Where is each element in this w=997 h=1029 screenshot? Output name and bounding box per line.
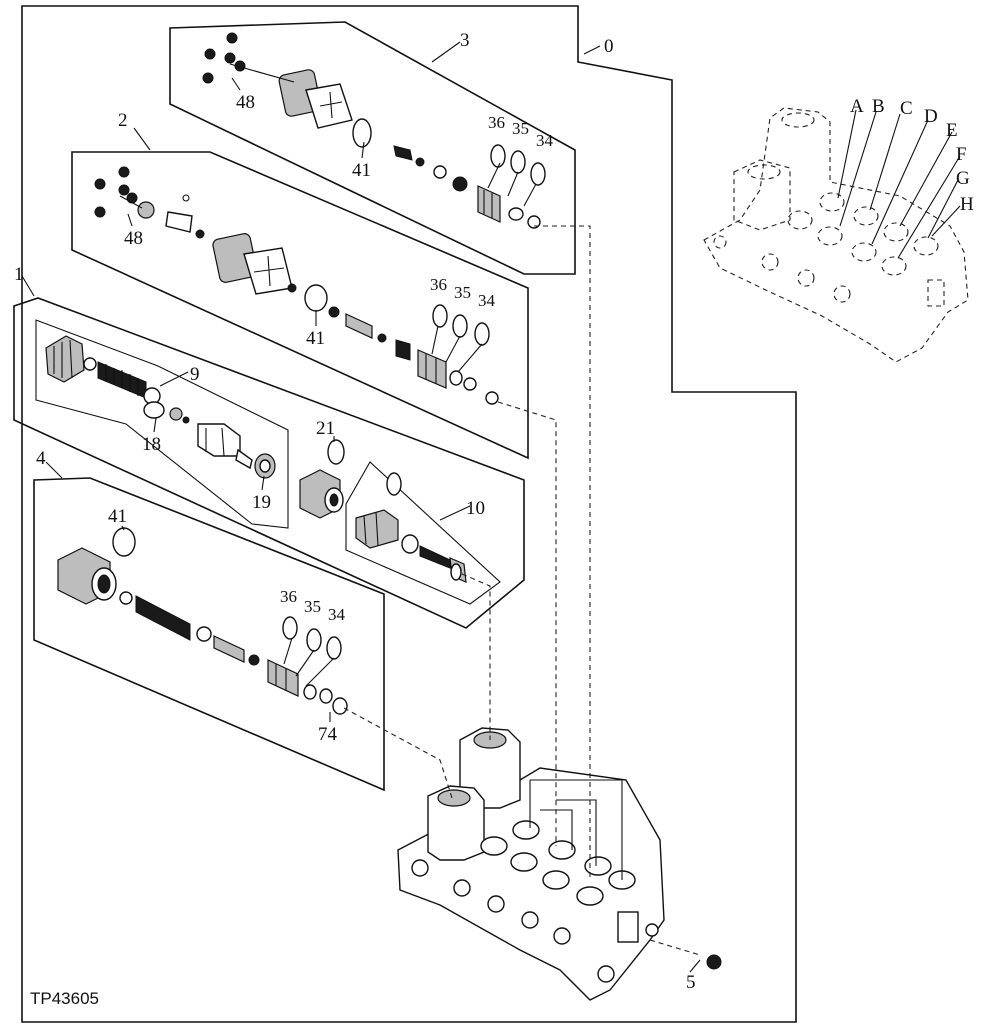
callout-35-group3: 35: [512, 119, 529, 138]
callout-34-group4: 34: [328, 605, 346, 624]
port-lines: [529, 779, 623, 880]
callout-4: 4: [36, 448, 46, 469]
callout-1: 1: [14, 264, 24, 285]
group-2-frame: [71, 151, 529, 460]
port-label-d: D: [924, 106, 938, 127]
callout-48-group2: 48: [124, 228, 143, 249]
callout-35-group4: 35: [304, 597, 321, 616]
leader-lines: [21, 41, 701, 973]
callout-41-group3: 41: [352, 160, 371, 181]
assembly-line-3: [534, 225, 591, 880]
group-10-parts: [355, 472, 467, 583]
callout-36-group4: 36: [280, 587, 297, 606]
callout-19: 19: [252, 492, 271, 513]
port-label-a: A: [850, 96, 864, 117]
callout-34-group2: 34: [478, 291, 496, 310]
callout-74: 74: [318, 724, 338, 745]
callout-36-group2: 36: [430, 275, 447, 294]
group-2-parts: [94, 166, 499, 405]
callout-21: 21: [316, 418, 335, 439]
callout-5: 5: [686, 972, 696, 993]
callout-35-group2: 35: [454, 283, 471, 302]
group-1-frame: [13, 297, 525, 629]
callout-2: 2: [118, 110, 128, 131]
callout-34-group3: 34: [536, 131, 554, 150]
port-label-f: F: [956, 144, 967, 165]
group-3-parts: [202, 32, 546, 229]
group-9-parts: [45, 335, 276, 479]
valve-body: [397, 727, 722, 1001]
port-label-c: C: [900, 98, 913, 119]
group-3-frame: [169, 21, 576, 275]
port-label-e: E: [946, 120, 958, 141]
callout-48-group3: 48: [236, 92, 255, 113]
assembly-boundary-0: [21, 5, 797, 1023]
part-21: [299, 439, 345, 519]
callout-0: 0: [604, 36, 614, 57]
port-label-g: G: [956, 168, 970, 189]
port-label-h: H: [960, 194, 974, 215]
figure-id: TP43605: [30, 989, 99, 1008]
inset-valve-view: [703, 107, 969, 363]
callout-3: 3: [460, 30, 470, 51]
callout-36-group3: 36: [488, 113, 505, 132]
assembly-line-10: [461, 573, 491, 740]
callout-41-group2: 41: [306, 328, 325, 349]
port-label-b: B: [872, 96, 885, 117]
group-4-parts: [57, 527, 348, 715]
group-4-frame: [33, 477, 385, 792]
assembly-line-4: [343, 707, 453, 799]
callout-9: 9: [190, 364, 200, 385]
callout-18: 18: [142, 434, 161, 455]
callout-10: 10: [466, 498, 485, 519]
assembly-line-2: [497, 401, 557, 846]
group-10-frame: [345, 461, 501, 605]
assembly-line-5: [649, 939, 701, 956]
callout-41-group4: 41: [108, 506, 127, 527]
